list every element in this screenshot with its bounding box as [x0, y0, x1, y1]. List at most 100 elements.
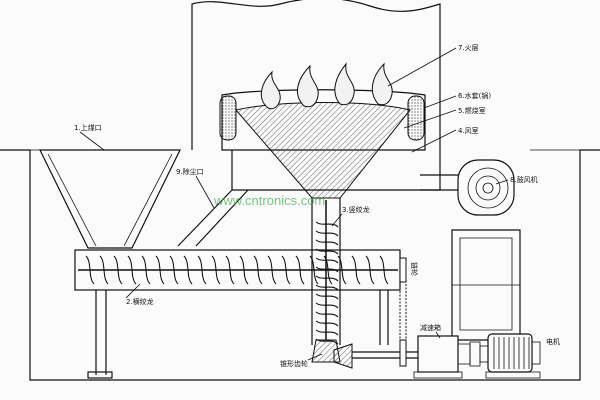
auger-flight	[365, 255, 375, 285]
vertical-auger-tube	[311, 198, 341, 345]
auger-flight	[281, 255, 291, 285]
auger-flight	[155, 255, 165, 285]
auger-flight	[113, 255, 123, 285]
motor-base	[485, 371, 541, 379]
blower-stand	[451, 229, 521, 341]
motor-end-cap	[531, 341, 541, 365]
auger-supports	[87, 290, 389, 379]
water-jacket-right-coil	[407, 95, 425, 141]
auger-flight	[315, 266, 339, 273]
auger-flight	[315, 284, 339, 291]
chain-wheel-top	[399, 257, 407, 283]
watermark: www.cntronics.com	[213, 193, 325, 208]
chain-wheel	[399, 257, 407, 367]
auger-flight	[197, 255, 207, 285]
auger-flight	[253, 255, 263, 285]
leader-blower	[495, 179, 509, 185]
leader-bevel-gear	[307, 353, 323, 361]
blower-impeller-inner	[475, 175, 501, 201]
auger-flight	[315, 221, 339, 228]
label-water-jacket: 6.水套(锅)	[458, 91, 491, 100]
coal-hopper-inner	[47, 153, 173, 247]
auger-flight	[315, 230, 339, 237]
coal-hopper	[39, 149, 181, 249]
auger-flight	[99, 255, 109, 285]
blower-hub	[482, 182, 494, 194]
label-bevel-gear: 锥形齿轮	[280, 359, 308, 368]
auger-flight	[127, 255, 137, 285]
reducer	[413, 335, 471, 379]
coupling	[469, 341, 489, 367]
auger-flight	[315, 239, 339, 246]
label-dust-port: 9.除尘口	[176, 167, 204, 176]
drive-shaft	[352, 351, 418, 359]
auger-flight	[239, 255, 249, 285]
flame-1	[260, 70, 281, 110]
furnace-housing	[191, 0, 441, 150]
auger-flight	[309, 255, 319, 285]
auger-flight	[337, 255, 347, 285]
leader-furnace-layer	[387, 47, 457, 87]
leader-air-chamber	[411, 129, 457, 153]
vertical-auger-flights	[315, 221, 339, 345]
auger-flight	[267, 255, 277, 285]
auger-flight	[323, 255, 333, 285]
flame-2	[296, 64, 319, 108]
label-combustion-chamber: 5.燃烧室	[458, 106, 486, 115]
chain-wheel-bottom	[399, 339, 407, 367]
leader-lines	[79, 47, 509, 361]
motor-body	[487, 333, 533, 373]
label-horizontal-auger: 2.横绞龙	[126, 297, 154, 306]
leader-water-jacket	[423, 95, 457, 109]
label-coal-inlet: 1.上煤口	[74, 123, 102, 132]
blower-housing	[457, 159, 515, 216]
auger-flight	[315, 329, 339, 336]
label-chain-wheel: 链轮	[410, 262, 419, 276]
auger-flight	[141, 255, 151, 285]
dust-port-chute	[177, 189, 249, 247]
auger-flight	[315, 257, 339, 264]
blower	[457, 159, 515, 216]
leader-coal-inlet	[79, 131, 105, 151]
flame-3	[334, 62, 355, 106]
leader-horizontal-auger	[125, 283, 141, 299]
reducer-base	[413, 371, 463, 379]
chain	[399, 270, 407, 352]
auger-flight	[295, 255, 305, 285]
flame-4	[371, 62, 393, 106]
auger-flight	[315, 248, 339, 255]
leader-combustion-chamber	[403, 109, 457, 129]
label-vertical-auger: 3.竖绞龙	[342, 205, 370, 214]
motor	[485, 333, 541, 379]
auger-flight	[379, 255, 389, 285]
auger-flight	[315, 275, 339, 282]
auger-flight	[225, 255, 235, 285]
auger-flight	[169, 255, 179, 285]
leader-reducer	[435, 331, 441, 339]
auger-flight	[351, 255, 361, 285]
reducer-body	[417, 335, 459, 373]
label-blower: 8.鼓风机	[510, 175, 538, 184]
bevel-gear	[311, 339, 353, 369]
label-reducer: 减速箱	[420, 323, 441, 332]
water-jacket-left-coil	[219, 95, 237, 141]
air-chamber	[231, 150, 441, 191]
leader-vertical-auger	[331, 213, 343, 227]
auger-flight	[85, 255, 95, 285]
flames	[260, 62, 393, 110]
auger-flight	[315, 311, 339, 318]
auger-flight	[315, 302, 339, 309]
auger-flight	[183, 255, 193, 285]
motor-fins	[493, 337, 530, 369]
horizontal-auger-flights	[85, 255, 389, 285]
label-air-chamber: 4.风室	[458, 126, 479, 135]
label-furnace-layer: 7.火层	[458, 44, 479, 52]
auger-flight	[211, 255, 221, 285]
reducer-flange	[458, 343, 471, 365]
blower-impeller-outer	[467, 167, 509, 209]
auger-flight	[315, 320, 339, 327]
label-motor: 电机	[546, 337, 560, 346]
auger-flight	[315, 293, 339, 300]
